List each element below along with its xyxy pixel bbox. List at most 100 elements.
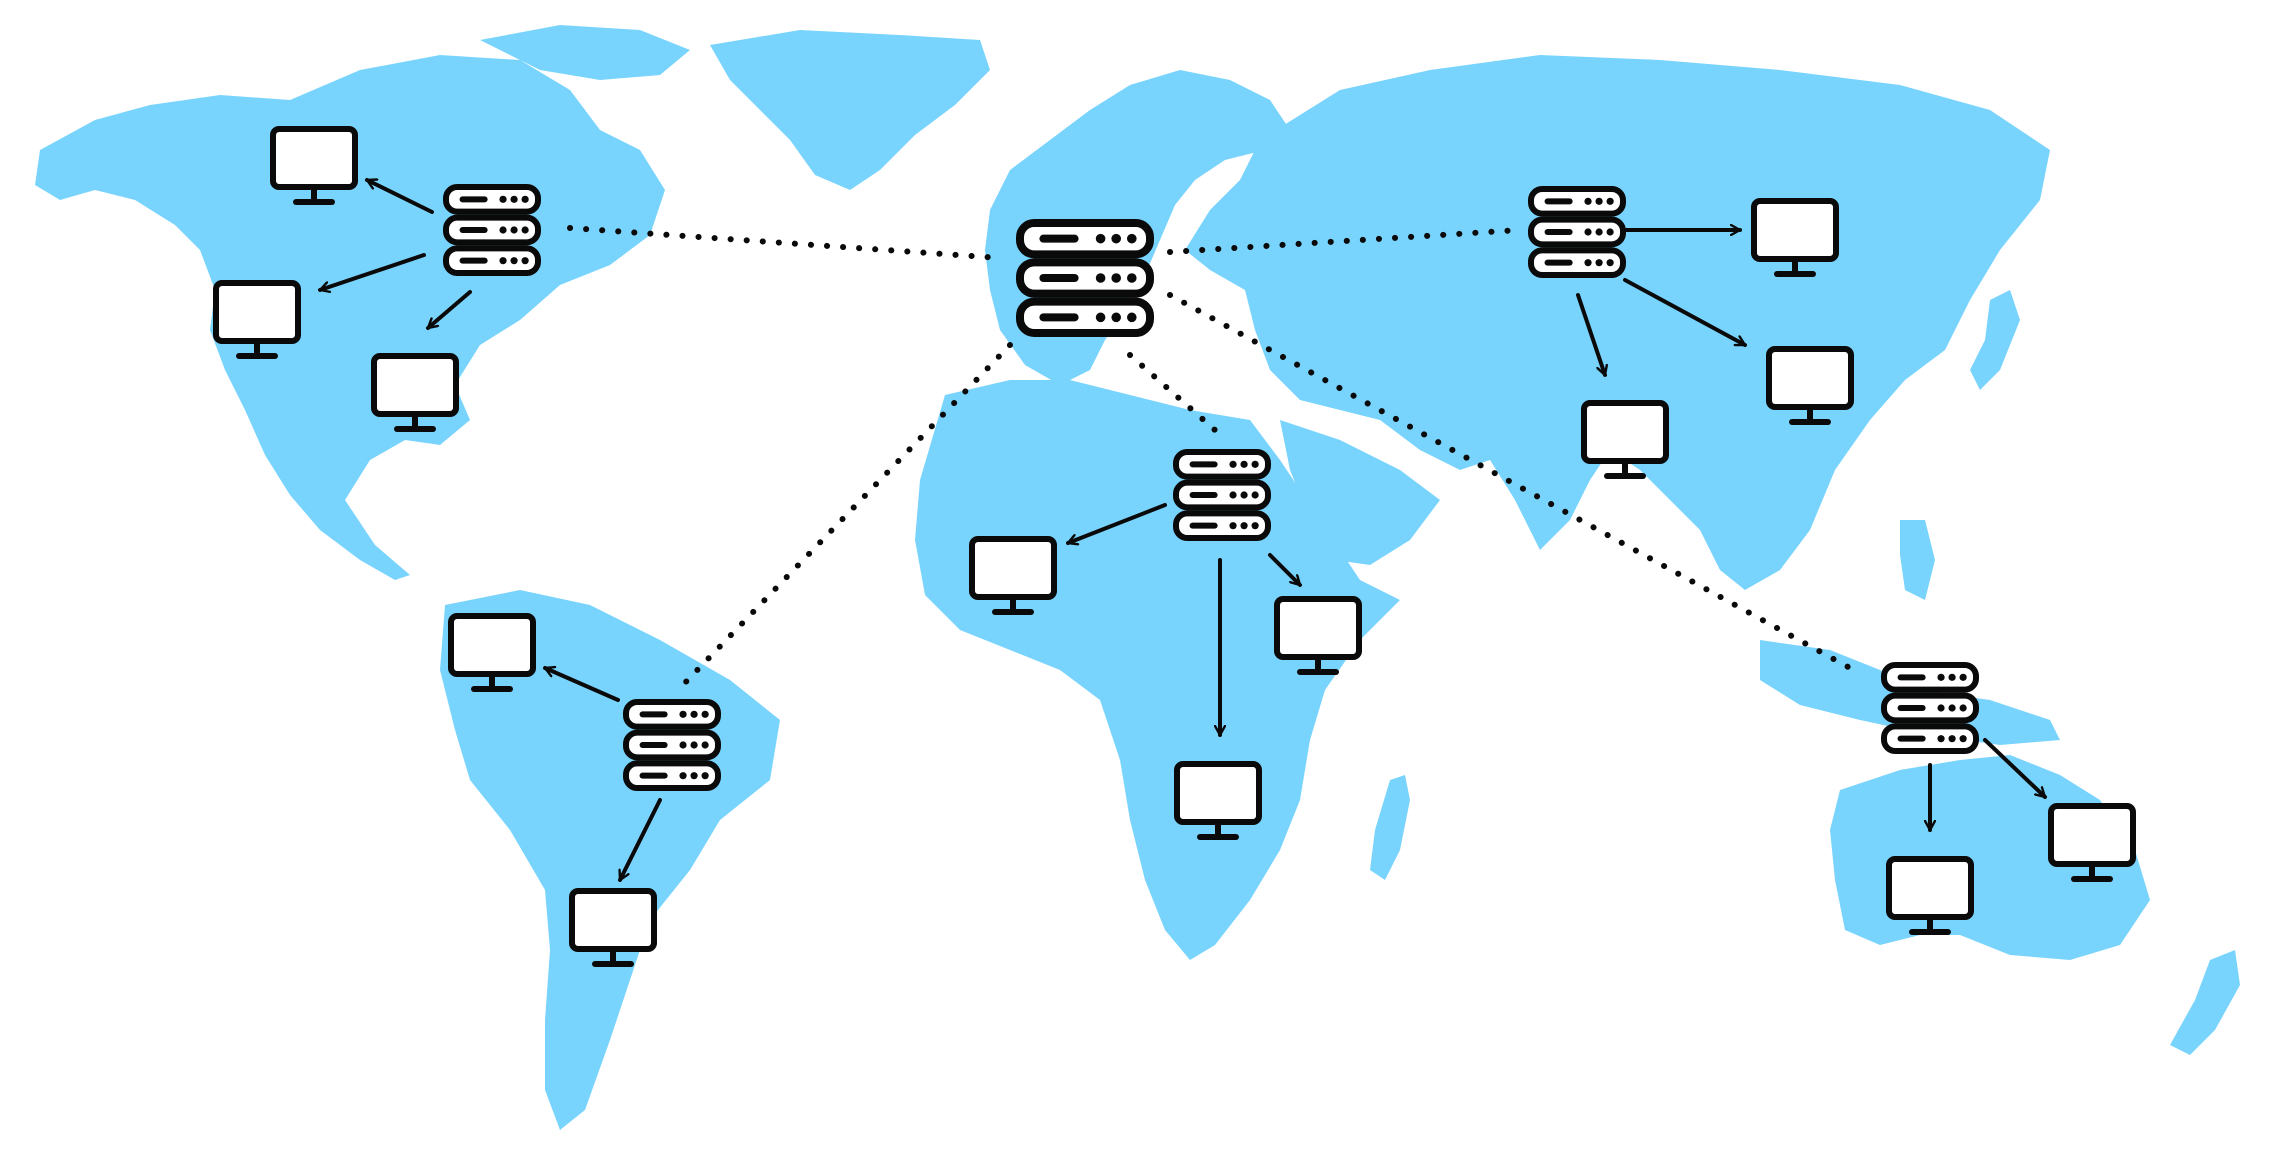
edge-oceania-server-rack-icon	[1881, 662, 1979, 754]
monitor-icon	[371, 353, 459, 432]
server-led	[1606, 259, 1614, 267]
server-led	[1111, 273, 1121, 283]
server-led	[1229, 491, 1237, 499]
server-unit	[1016, 219, 1154, 259]
edge-africa-server-rack-icon	[1173, 449, 1271, 541]
server-unit	[623, 699, 721, 730]
server-led	[1948, 673, 1956, 681]
server-led	[1595, 228, 1603, 236]
arrow-af-3	[1268, 553, 1302, 587]
server-led	[679, 741, 687, 749]
server-led	[1127, 233, 1137, 244]
server-led	[1111, 312, 1121, 323]
arrow-sa-1	[543, 668, 620, 702]
server-unit	[1173, 449, 1271, 480]
monitor-screen	[371, 353, 459, 417]
server-unit	[443, 245, 541, 276]
server-led	[1127, 273, 1137, 283]
server-led	[1595, 259, 1603, 267]
server-led	[701, 710, 709, 718]
server-led	[679, 710, 687, 718]
server-led	[499, 195, 507, 203]
arctic-islands-landmass	[480, 25, 690, 80]
client-monitors	[213, 126, 2136, 967]
server-led	[1606, 228, 1614, 236]
arrow-na-1	[365, 178, 434, 214]
server-led	[510, 257, 518, 265]
server-led	[1937, 735, 1945, 743]
server-led	[690, 710, 698, 718]
monitor-screen	[1274, 596, 1362, 660]
arrow-na-3	[426, 290, 472, 330]
server-led	[499, 257, 507, 265]
origin-europe-server-rack-icon	[1016, 219, 1154, 337]
server-led	[1095, 312, 1106, 323]
monitor-icon	[1751, 198, 1839, 277]
server-led	[690, 772, 698, 780]
arrow-af-1	[1066, 503, 1167, 543]
greenland-landmass	[710, 30, 990, 190]
monitor-screen	[448, 613, 536, 677]
server-led	[521, 257, 529, 265]
asia-landmass	[1185, 55, 2050, 590]
arrow-na-2	[318, 253, 426, 290]
server-led	[1937, 673, 1945, 681]
link-europe-asia	[1167, 227, 1523, 255]
server-led	[1240, 522, 1248, 530]
server-led	[1606, 197, 1614, 205]
edge-north-america-server-rack-icon	[443, 184, 541, 276]
monitor-screen	[569, 888, 657, 952]
monitor-icon	[969, 536, 1057, 615]
link-europe-oceania	[1167, 292, 1853, 671]
server-unit	[1881, 662, 1979, 693]
server-led	[510, 226, 518, 234]
monitor-screen	[1174, 761, 1262, 825]
server-led	[1959, 673, 1967, 681]
client-arrows	[318, 178, 2047, 882]
arrow-oc-2	[1983, 738, 2047, 799]
monitor-icon	[1886, 856, 1974, 935]
server-led	[1959, 704, 1967, 712]
link-europe-africa	[1127, 352, 1218, 433]
server-led	[701, 741, 709, 749]
edge-south-america-server-rack-icon	[623, 699, 721, 791]
server-led	[1937, 704, 1945, 712]
monitor-screen	[2048, 803, 2136, 867]
server-led	[1251, 491, 1259, 499]
server-unit	[1528, 216, 1626, 248]
server-unit	[443, 184, 541, 215]
monitor-screen	[213, 280, 301, 344]
server-led	[1251, 460, 1259, 468]
server-unit	[1173, 510, 1271, 541]
server-led	[1948, 735, 1956, 743]
japan-landmass	[1970, 290, 2020, 390]
server-led	[521, 226, 529, 234]
server-led	[1111, 233, 1121, 244]
server-led	[1251, 522, 1259, 530]
server-led	[499, 226, 507, 234]
monitor-icon	[569, 888, 657, 967]
monitor-screen	[1886, 856, 1974, 920]
server-unit	[1016, 297, 1154, 337]
arrow-as-2	[1623, 278, 1747, 347]
server-led	[1127, 312, 1137, 323]
server-unit	[623, 729, 721, 761]
server-led	[1584, 228, 1592, 236]
arrow-sa-2	[618, 798, 662, 882]
edge-asia-server-rack-icon	[1528, 186, 1626, 278]
server-led	[1229, 522, 1237, 530]
servers	[443, 184, 1979, 791]
madagascar-landmass	[1370, 775, 1410, 880]
monitor-icon	[270, 126, 358, 205]
server-led	[679, 772, 687, 780]
server-led	[701, 772, 709, 780]
philippines-landmass	[1900, 520, 1935, 600]
server-unit	[1016, 258, 1154, 298]
monitor-screen	[1581, 400, 1669, 464]
backbone-links	[567, 225, 1853, 691]
server-unit	[623, 760, 721, 791]
server-led	[1959, 735, 1967, 743]
monitor-icon	[213, 280, 301, 359]
